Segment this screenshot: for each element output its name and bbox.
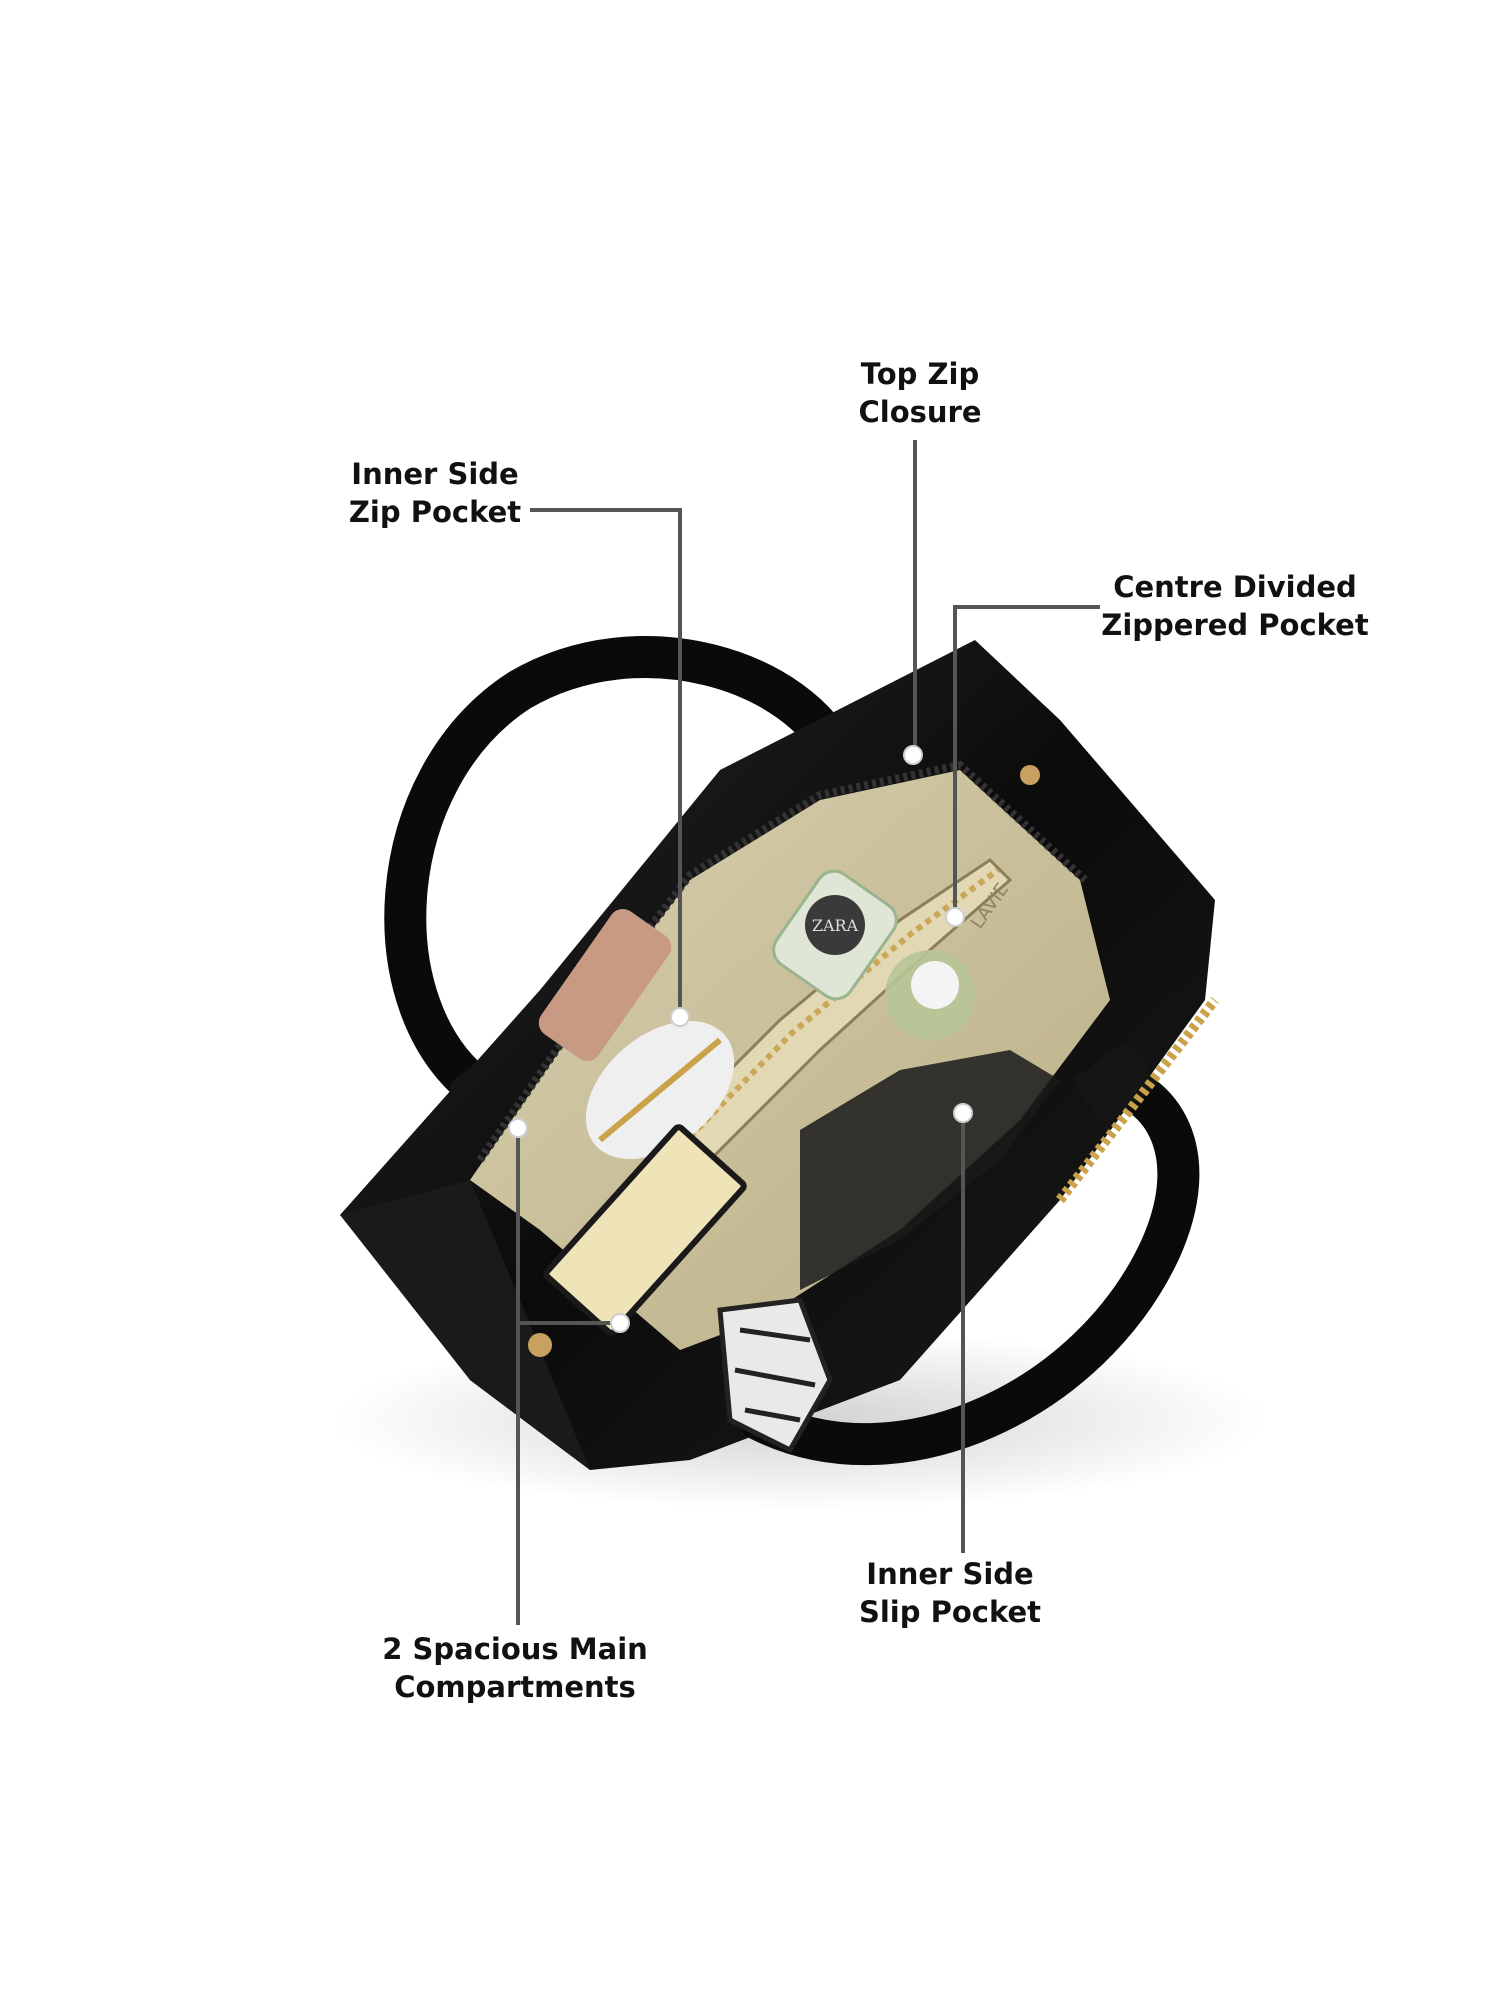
twilly-scarf xyxy=(717,1297,833,1454)
hardware-ring-top xyxy=(1020,765,1040,785)
phone xyxy=(538,908,672,1062)
callout-main-compartments: 2 Spacious Main Compartments xyxy=(382,1632,648,1704)
dot-inner-zip xyxy=(670,1007,690,1027)
dot-centre-divided xyxy=(945,907,965,927)
callout-dots xyxy=(508,745,973,1333)
cream-jar xyxy=(885,950,975,1040)
callout-centre-divided-pocket: Centre Divided Zippered Pocket xyxy=(1101,570,1369,642)
slip-pocket xyxy=(800,1050,1060,1290)
handbag: ZARA LAVIE xyxy=(340,636,1219,1470)
callout-top-zip-closure: Top Zip Closure xyxy=(858,357,982,429)
dot-inner-slip xyxy=(953,1103,973,1123)
top-handle xyxy=(384,636,861,1111)
callout-leaders xyxy=(516,440,1100,1625)
cap-logo: ZARA xyxy=(812,916,859,935)
dot-main-compartment-right xyxy=(610,1313,630,1333)
handle-tab-right xyxy=(1074,1043,1156,1122)
exterior-side-zip xyxy=(1056,996,1219,1204)
notebook xyxy=(543,1124,747,1336)
callout-inner-side-slip-pocket: Inner Side Slip Pocket xyxy=(858,1557,1042,1629)
perfume-bottle: ZARA xyxy=(772,869,898,1001)
left-gusset xyxy=(340,1180,590,1470)
leader-centre-divided xyxy=(953,605,1100,915)
leader-inner-zip xyxy=(530,508,682,1015)
callout-inner-side-zip-pocket: Inner Side Zip Pocket xyxy=(348,457,522,529)
front-handle xyxy=(739,1059,1200,1466)
white-zip-pouch xyxy=(585,1021,735,1159)
dot-top-zip xyxy=(903,745,923,765)
hardware-ring-left xyxy=(528,1333,552,1357)
dot-main-compartment-left xyxy=(508,1118,528,1138)
